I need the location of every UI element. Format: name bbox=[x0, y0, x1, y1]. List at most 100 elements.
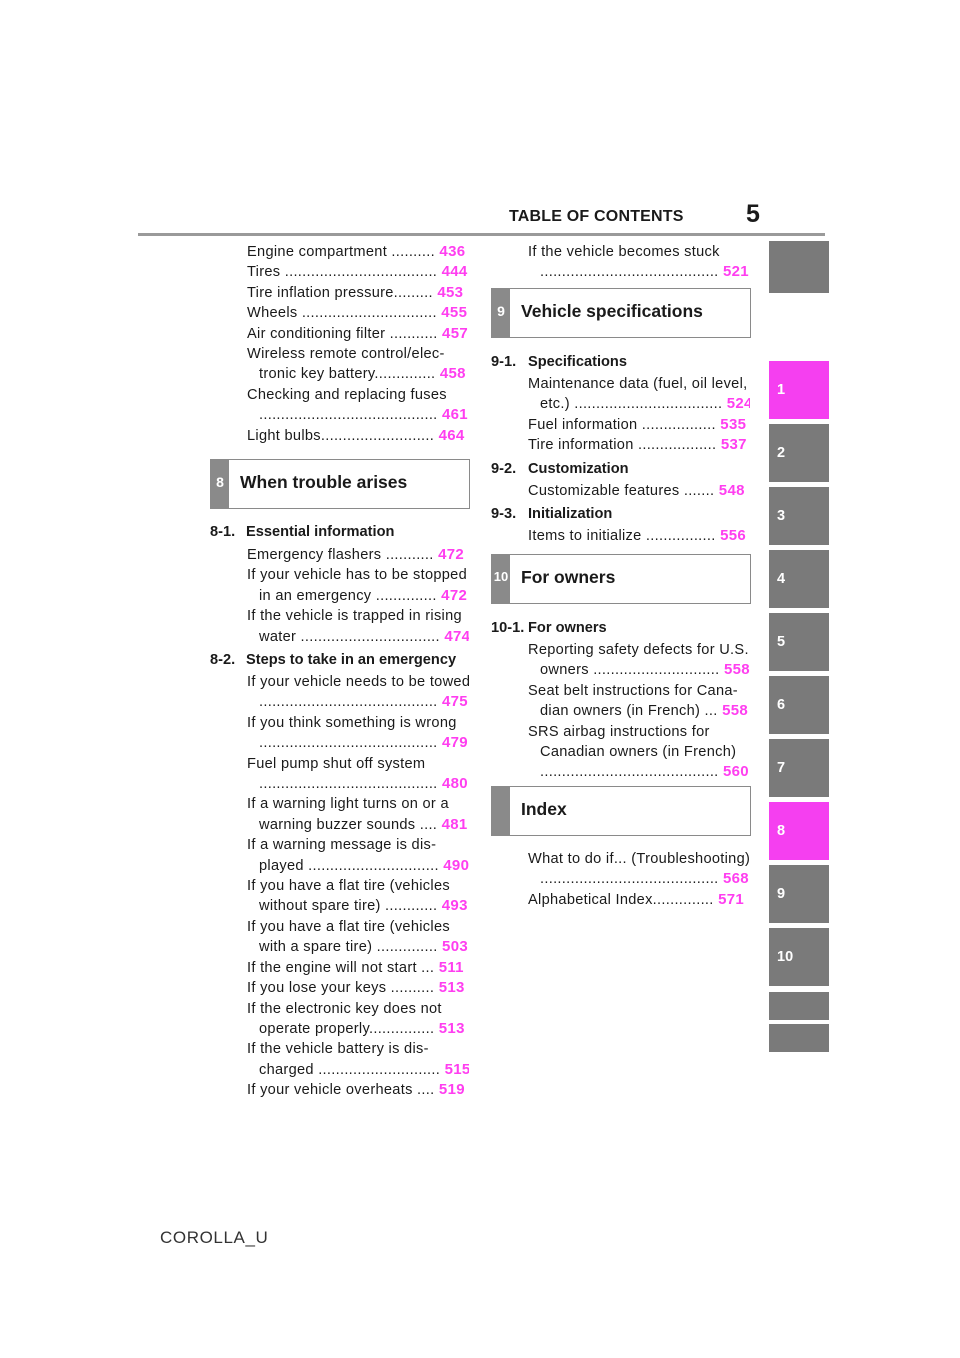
toc-entry-text: SRS airbag instructions for bbox=[528, 723, 710, 740]
toc-page-number[interactable]: 548 bbox=[714, 482, 745, 499]
toc-entry[interactable]: Tire information .................. 537 bbox=[528, 435, 750, 455]
section-title: Vehicle specifications bbox=[521, 301, 703, 321]
toc-entry[interactable]: Wheels ............................... 4… bbox=[247, 303, 469, 323]
toc-entry[interactable]: What to do if... (Troubleshooting)......… bbox=[528, 849, 750, 890]
toc-entry-text: without spare tire) ............ 493 bbox=[259, 897, 468, 915]
chapter-tab-blank[interactable] bbox=[769, 1024, 829, 1052]
toc-page-number[interactable]: 479 bbox=[437, 734, 468, 752]
toc-page-number[interactable]: 515 bbox=[440, 1060, 469, 1078]
subsection-label: 8-2. bbox=[210, 652, 236, 668]
toc-page-number[interactable]: 493 bbox=[437, 897, 468, 915]
chapter-tab-blank[interactable] bbox=[769, 241, 829, 293]
toc-page-number[interactable]: 464 bbox=[434, 426, 465, 444]
chapter-tab-7[interactable]: 7 bbox=[769, 739, 829, 797]
toc-entry[interactable]: Wireless remote control/elec-tronic key … bbox=[247, 344, 469, 385]
toc-entry[interactable]: If your vehicle overheats .... 519 bbox=[247, 1080, 469, 1100]
chapter-tab-3[interactable]: 3 bbox=[769, 487, 829, 545]
toc-page-number[interactable]: 436 bbox=[434, 243, 466, 260]
toc-page-number[interactable]: 513 bbox=[434, 1019, 465, 1037]
subsection-10-1-heading: 10-1. For owners bbox=[491, 618, 751, 638]
toc-entry-text: If the engine will not start ... 511 bbox=[247, 958, 464, 976]
toc-entry-text: If you think something is wrong bbox=[247, 714, 457, 731]
toc-page-number[interactable]: 461 bbox=[437, 406, 468, 424]
chapter-tab-8[interactable]: 8 bbox=[769, 802, 829, 860]
toc-entry-text: Maintenance data (fuel, oil level, bbox=[528, 376, 748, 392]
toc-entry[interactable]: If a warning message is dis-played .....… bbox=[247, 835, 469, 876]
toc-page-number[interactable]: 519 bbox=[434, 1081, 465, 1099]
toc-entry[interactable]: Seat belt instructions for Cana-dian own… bbox=[528, 681, 750, 722]
toc-entry[interactable]: Air conditioning filter ........... 457 bbox=[247, 324, 469, 344]
toc-page-number[interactable]: 455 bbox=[436, 304, 468, 322]
toc-page-number[interactable]: 521 bbox=[718, 263, 749, 281]
toc-entry[interactable]: Light bulbs.......................... 46… bbox=[247, 426, 469, 446]
toc-entry[interactable]: Checking and replacing fuses............… bbox=[247, 385, 469, 426]
toc-page-number[interactable]: 560 bbox=[718, 763, 749, 781]
toc-page-number[interactable]: 558 bbox=[719, 661, 750, 679]
toc-entry-text: played .............................. 49… bbox=[259, 856, 469, 874]
toc-entry[interactable]: If you lose your keys .......... 513 bbox=[247, 978, 469, 998]
toc-entry[interactable]: Alphabetical Index.............. 571 bbox=[528, 890, 750, 910]
chapter-tab-6[interactable]: 6 bbox=[769, 676, 829, 734]
toc-page-number[interactable]: 537 bbox=[716, 436, 747, 454]
toc-page-number[interactable]: 535 bbox=[715, 415, 747, 433]
toc-entry[interactable]: Fuel information ................. 535 bbox=[528, 415, 750, 435]
toc-page-number[interactable]: 480 bbox=[437, 775, 468, 793]
toc-page-number[interactable]: 503 bbox=[437, 938, 468, 956]
toc-page-number[interactable]: 524 bbox=[722, 395, 750, 413]
toc-entry[interactable]: If your vehicle needs to be towed.......… bbox=[247, 672, 469, 713]
toc-entry-text: dian owners (in French) ... 558 bbox=[540, 702, 749, 720]
toc-page-number[interactable]: 472 bbox=[433, 546, 465, 563]
subsection-8-2-entries: If your vehicle needs to be towed.......… bbox=[247, 672, 469, 1101]
toc-page-number[interactable]: 511 bbox=[434, 958, 464, 976]
toc-entry[interactable]: If the vehicle battery is dis-charged ..… bbox=[247, 1039, 469, 1080]
toc-entry-text: with a spare tire) .............. 503 bbox=[259, 938, 468, 956]
toc-entry-text: Tires ..................................… bbox=[247, 263, 468, 281]
toc-entry[interactable]: Engine compartment .......... 436 bbox=[247, 242, 469, 262]
toc-entry-text: If a warning message is dis- bbox=[247, 837, 437, 854]
toc-page-number[interactable]: 513 bbox=[434, 979, 465, 997]
toc-entry[interactable]: If you think something is wrong.........… bbox=[247, 713, 469, 754]
toc-entry[interactable]: Emergency flashers ........... 472 bbox=[247, 545, 469, 565]
toc-page-number[interactable]: 568 bbox=[718, 870, 749, 888]
chapter-tab-10[interactable]: 10 bbox=[769, 928, 829, 986]
header-rule bbox=[138, 233, 825, 236]
section-tab-number: 10 bbox=[492, 555, 510, 603]
toc-page-number[interactable]: 472 bbox=[436, 586, 468, 604]
chapter-tab-1[interactable]: 1 bbox=[769, 361, 829, 419]
chapter-tab-blank[interactable] bbox=[769, 992, 829, 1020]
toc-page-number[interactable]: 458 bbox=[435, 365, 466, 383]
toc-page-number[interactable]: 444 bbox=[437, 263, 468, 281]
toc-page-number[interactable]: 556 bbox=[715, 527, 747, 544]
subsection-title: Initialization bbox=[528, 506, 613, 522]
toc-entry[interactable]: Tires ..................................… bbox=[247, 262, 469, 282]
toc-entry-text: Canadian owners (in French) bbox=[540, 744, 737, 761]
toc-page-number[interactable]: 481 bbox=[437, 815, 468, 833]
chapter-tab-2[interactable]: 2 bbox=[769, 424, 829, 482]
chapter-tab-4[interactable]: 4 bbox=[769, 550, 829, 608]
toc-entry[interactable]: If the vehicle becomes stuck............… bbox=[528, 242, 750, 283]
toc-page-number[interactable]: 490 bbox=[438, 856, 469, 874]
toc-entry[interactable]: Customizable features ....... 548 bbox=[528, 481, 750, 501]
toc-entry[interactable]: Reporting safety defects for U.S.owners … bbox=[528, 640, 750, 681]
chapter-tab-9[interactable]: 9 bbox=[769, 865, 829, 923]
toc-entry[interactable]: Maintenance data (fuel, oil level,etc.) … bbox=[528, 374, 750, 415]
toc-page-number[interactable]: 457 bbox=[437, 324, 468, 342]
toc-page-number[interactable]: 474 bbox=[439, 627, 469, 645]
chapter-tab-5[interactable]: 5 bbox=[769, 613, 829, 671]
toc-page-number[interactable]: 453 bbox=[432, 283, 464, 301]
toc-entry[interactable]: If the engine will not start ... 511 bbox=[247, 958, 469, 978]
toc-page-number[interactable]: 571 bbox=[713, 890, 745, 908]
toc-entry[interactable]: Tire inflation pressure......... 453 bbox=[247, 283, 469, 303]
toc-page-number[interactable]: 558 bbox=[717, 702, 749, 720]
toc-page-number[interactable]: 475 bbox=[437, 693, 468, 711]
toc-entry[interactable]: Items to initialize ................ 556 bbox=[528, 526, 750, 546]
toc-entry[interactable]: Fuel pump shut off system...............… bbox=[247, 754, 469, 795]
